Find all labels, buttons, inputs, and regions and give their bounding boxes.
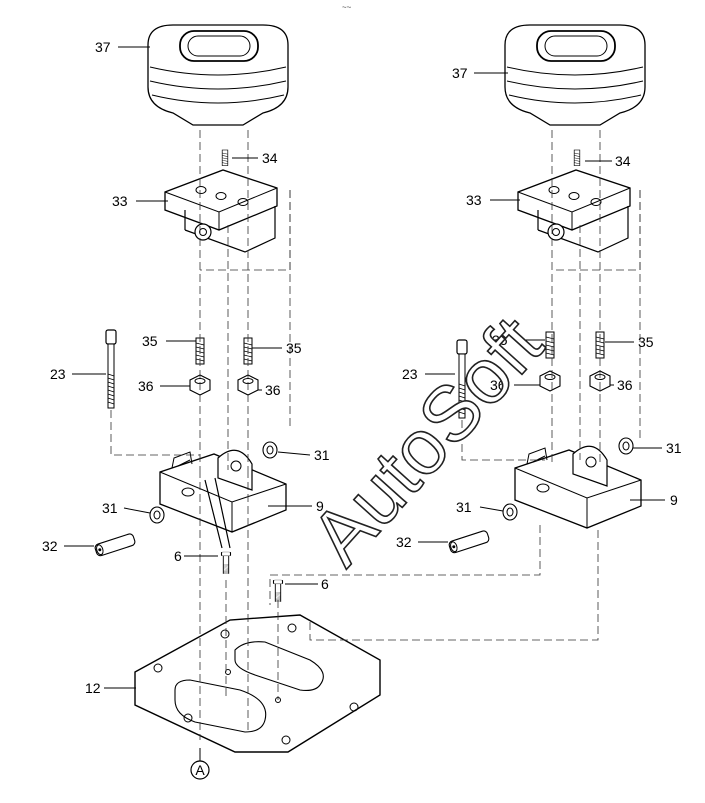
right-setscrew-34 bbox=[573, 149, 581, 166]
callout-34-right: 34 bbox=[615, 153, 631, 169]
right-pin-32 bbox=[447, 529, 491, 555]
left-bracket-33 bbox=[164, 169, 278, 253]
callout-23-left: 23 bbox=[50, 366, 66, 382]
callout-labels: 37 34 33 35 35 23 36 36 31 9 31 32 6 6 1… bbox=[42, 39, 682, 696]
right-assembly bbox=[447, 24, 646, 555]
callout-36-right-b: 36 bbox=[617, 377, 633, 393]
callout-37-right: 37 bbox=[452, 65, 468, 81]
right-boot-part-37 bbox=[504, 24, 646, 126]
right-bushing-31-b bbox=[502, 503, 518, 521]
callout-31-left-b: 31 bbox=[102, 500, 118, 516]
callout-34-left: 34 bbox=[262, 150, 278, 166]
right-bracket-33 bbox=[517, 169, 631, 253]
left-assembly bbox=[93, 24, 381, 753]
callout-9-left: 9 bbox=[316, 498, 324, 514]
callout-31-right-a: 31 bbox=[666, 440, 682, 456]
callout-36-left-a: 36 bbox=[138, 378, 154, 394]
callout-12-left: 12 bbox=[85, 680, 101, 696]
callout-33-right: 33 bbox=[466, 192, 482, 208]
left-bolt-23 bbox=[105, 329, 117, 409]
callout-9-right: 9 bbox=[670, 492, 678, 508]
circle-ref-a: A bbox=[190, 760, 210, 780]
right-base-9 bbox=[514, 445, 642, 529]
callout-32-left: 32 bbox=[42, 538, 58, 554]
left-bolt-6-a bbox=[220, 551, 232, 575]
base-plate-12 bbox=[134, 614, 381, 753]
callout-35-left-b: 35 bbox=[286, 340, 302, 356]
right-bushing-31-a bbox=[618, 437, 634, 455]
assembly-lines bbox=[110, 130, 641, 740]
callout-23-right: 23 bbox=[402, 366, 418, 382]
callout-36-left-b: 36 bbox=[265, 382, 281, 398]
watermark: AutoSoft bbox=[293, 300, 559, 581]
callout-37-left: 37 bbox=[95, 39, 111, 55]
callout-6-left-a: 6 bbox=[174, 548, 182, 564]
header-mark: ~~ bbox=[342, 3, 352, 12]
circle-ref-label: A bbox=[195, 762, 205, 778]
callout-6-left-b: 6 bbox=[321, 576, 329, 592]
leader-lines bbox=[64, 46, 665, 762]
callout-35-right-a: 35 bbox=[492, 332, 508, 348]
callout-31-left-a: 31 bbox=[314, 447, 330, 463]
callout-35-right-b: 35 bbox=[638, 334, 654, 350]
left-pin-32 bbox=[93, 532, 137, 558]
callout-33-left: 33 bbox=[112, 193, 128, 209]
left-setscrew-34 bbox=[221, 149, 229, 166]
left-base-9 bbox=[159, 449, 287, 533]
callout-32-right: 32 bbox=[396, 534, 412, 550]
left-bolt-6-b bbox=[272, 579, 284, 603]
callout-36-right-a: 36 bbox=[490, 377, 506, 393]
left-boot-part-37 bbox=[147, 24, 289, 126]
left-bushing-31-a bbox=[262, 441, 278, 459]
left-link-6 bbox=[204, 477, 231, 549]
left-bushing-31-b bbox=[149, 506, 165, 524]
callout-35-left-a: 35 bbox=[142, 333, 158, 349]
callout-31-right-b: 31 bbox=[456, 499, 472, 515]
